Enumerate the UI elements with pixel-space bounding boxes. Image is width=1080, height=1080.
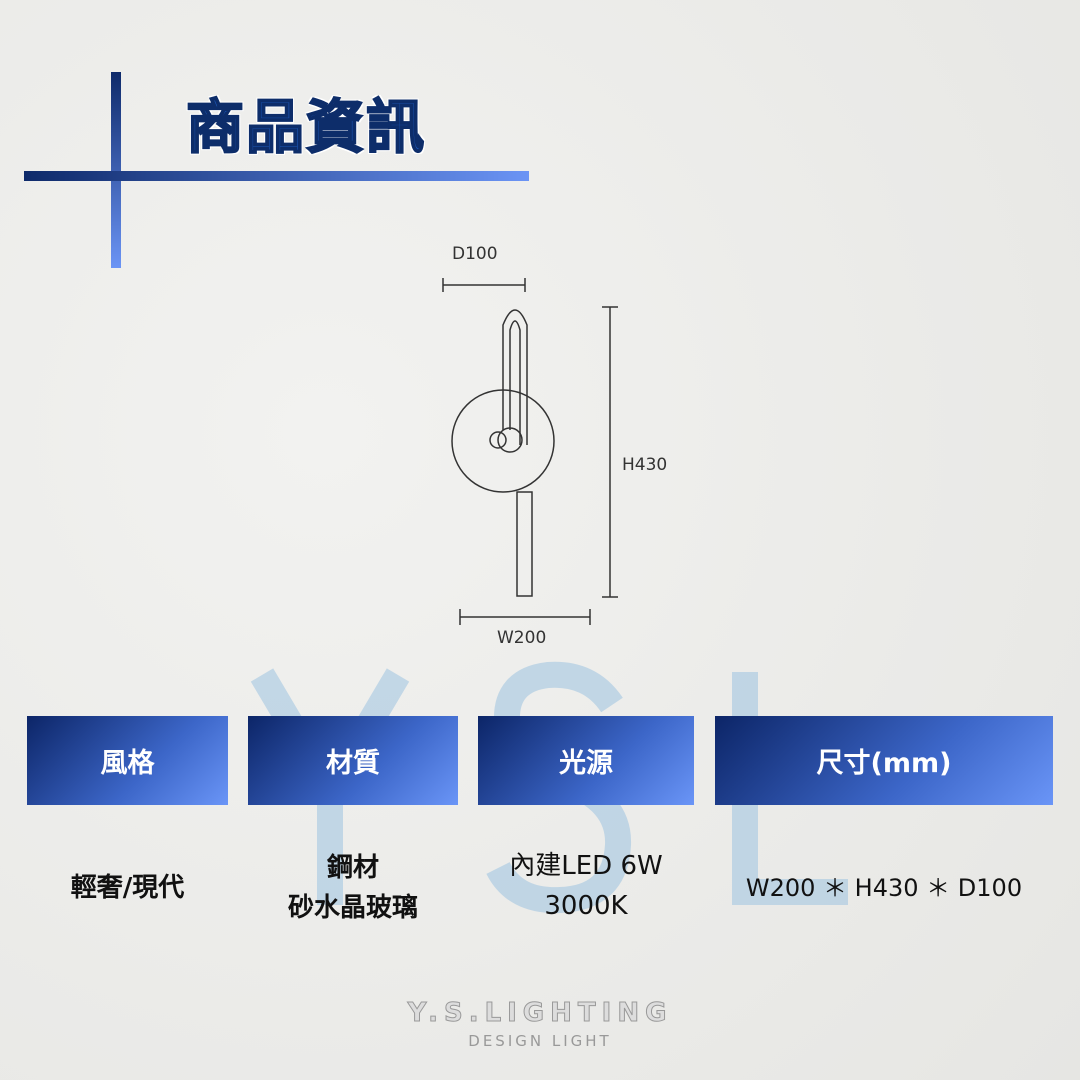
spec-value-line: 輕奢/現代 — [70, 873, 185, 903]
spec-value-size: W200 ＊ H430 ＊ D100 — [715, 868, 1053, 908]
spec-header-style: 風格 — [27, 716, 228, 805]
decorative-horizontal-line — [24, 171, 529, 181]
product-dimension-drawing: D100 H430 W200 — [442, 244, 667, 648]
spec-value-style: 輕奢/現代 — [27, 868, 228, 908]
decorative-vertical-line — [111, 72, 121, 268]
spec-value-material: 鋼材砂水晶玻璃 — [248, 848, 458, 928]
height-label: H430 — [622, 455, 667, 475]
spec-header-material: 材質 — [248, 716, 458, 805]
lamp-arm-outline — [502, 309, 528, 445]
spec-value-line: 3000K — [544, 891, 628, 921]
lamp-stem-outline — [516, 491, 533, 597]
spec-header-light: 光源 — [478, 716, 694, 805]
brand-tagline: DESIGN LIGHT — [468, 1032, 612, 1050]
spec-value-line: 內建LED 6W — [509, 851, 663, 881]
spec-value-light: 內建LED 6W 3000K — [478, 846, 694, 926]
page-title: 商品資訊 — [185, 92, 427, 162]
spec-value-line: 砂水晶玻璃 — [287, 893, 418, 923]
brand-name: Y.S.LIGHTING — [407, 998, 673, 1029]
spec-header-size: 尺寸(mm) — [715, 716, 1053, 805]
spec-value-line: W200 ＊ H430 ＊ D100 — [745, 874, 1023, 902]
lamp-bulb-outline — [489, 431, 507, 449]
width-label: W200 — [497, 628, 546, 648]
depth-label: D100 — [452, 244, 498, 264]
brand-logo: Y.S.LIGHTING DESIGN LIGHT — [380, 998, 700, 1051]
spec-value-line: 鋼材 — [326, 853, 379, 883]
